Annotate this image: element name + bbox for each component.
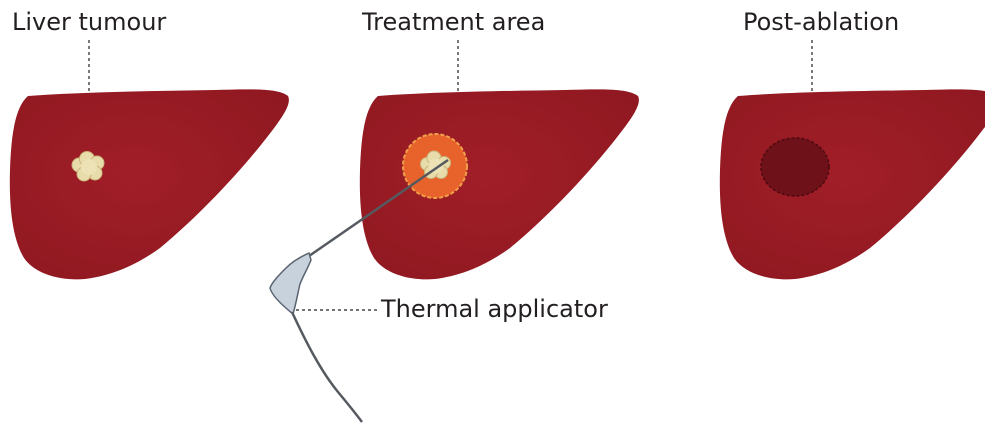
liver-icon — [720, 89, 985, 279]
thermal-applicator-icon — [270, 253, 311, 314]
label-liver-tumour: Liver tumour — [12, 8, 166, 36]
label-treatment-area: Treatment area — [361, 8, 545, 36]
panel-post-ablation: Post-ablation — [720, 8, 985, 279]
liver-icon — [360, 89, 639, 279]
applicator-cable — [292, 312, 362, 422]
label-post-ablation: Post-ablation — [743, 8, 899, 36]
panel-liver-tumour: Liver tumour — [10, 8, 289, 279]
liver-icon — [10, 89, 289, 279]
ablation-scar — [761, 138, 829, 196]
label-thermal-applicator: Thermal applicator — [380, 295, 608, 323]
panel-treatment-area: Treatment area Thermal applicator — [270, 8, 639, 422]
